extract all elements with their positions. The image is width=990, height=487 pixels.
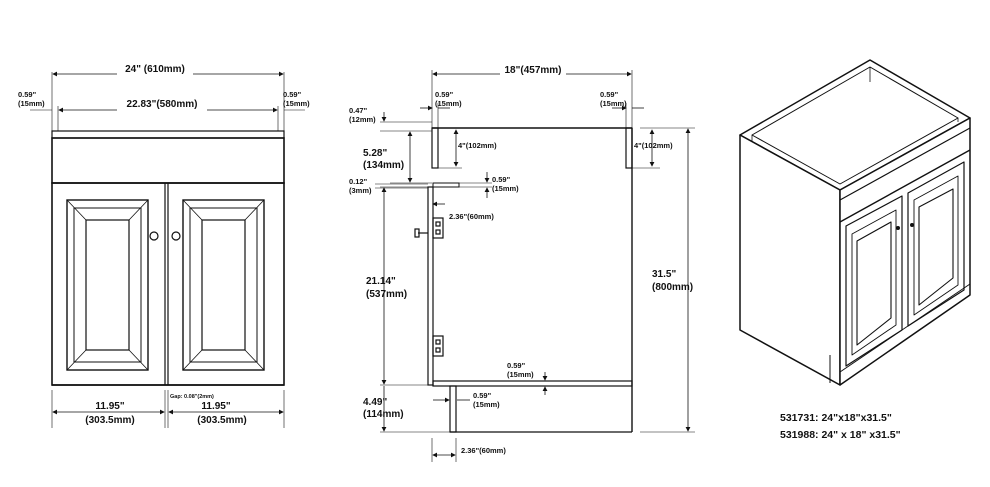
label-total-h-mm: (800mm) <box>652 282 693 293</box>
label-door-h-in: 21.14" <box>366 276 396 287</box>
label-hinge-offset: 2.36"(60mm) <box>449 212 494 221</box>
label-top-thick-in: 0.47" <box>349 106 368 115</box>
label-bottom-thick-mm: (15mm) <box>507 370 534 379</box>
label-door-right-mm: (303.5mm) <box>197 415 246 426</box>
label-top-left-mm: (15mm) <box>435 99 462 108</box>
label-overhang-right-mm: (15mm) <box>283 99 310 108</box>
label-door-h-mm: (537mm) <box>366 289 407 300</box>
label-depth: 18"(457mm) <box>505 65 562 76</box>
iso-front-face <box>839 117 971 386</box>
label-toe-h-mm: (114mm) <box>363 409 404 420</box>
model-line-2: 531988: 24" x 18" x31.5" <box>780 429 901 441</box>
front-view-labels: 24" (610mm) 22.83"(580mm) 0.59" (15mm) 0… <box>18 62 310 426</box>
left-knob-icon <box>149 231 159 241</box>
label-top-thick-mm: (12mm) <box>349 115 376 124</box>
label-drawer-h-mm: (134mm) <box>363 160 404 171</box>
label-overhang-left-in: 0.59" <box>18 90 37 99</box>
label-top-right-mm: (15mm) <box>600 99 627 108</box>
front-view <box>30 71 305 428</box>
label-shelf-thick-mm: (15mm) <box>492 184 519 193</box>
label-toe-thick-mm: (15mm) <box>473 400 500 409</box>
hinge-upper-icon <box>414 217 444 239</box>
label-toe-depth: 2.36"(60mm) <box>461 446 506 455</box>
label-overhang-right-in: 0.59" <box>283 90 302 99</box>
left-door-panel <box>66 199 149 371</box>
label-shelf-thick-in: 0.59" <box>492 175 511 184</box>
hinge-lower-icon <box>432 335 444 357</box>
iso-left-door <box>845 195 903 367</box>
label-shelf-gap-mm: (3mm) <box>349 186 372 195</box>
front-countertop <box>51 130 285 139</box>
side-view-labels: 18"(457mm) 0.59" (15mm) 0.59" (15mm) 0.4… <box>349 63 693 455</box>
model-line-1: 531731: 24"x18"x31.5" <box>780 412 892 424</box>
iso-knob-left-icon <box>896 226 900 230</box>
label-toe-thick-in: 0.59" <box>473 391 492 400</box>
label-rail-left: 4"(102mm) <box>458 141 497 150</box>
model-list: 531731: 24"x18"x31.5" 531988: 24" x 18" … <box>780 412 901 441</box>
label-door-right-in: 11.95" <box>201 401 230 412</box>
label-gap: Gap: 0.08"(2mm) <box>170 394 214 400</box>
isometric-view <box>739 59 971 386</box>
iso-knob-right-icon <box>910 223 914 227</box>
label-toe-h-in: 4.49" <box>363 397 387 408</box>
side-view <box>375 70 695 462</box>
label-shelf-gap-in: 0.12" <box>349 177 368 186</box>
label-drawer-h-in: 5.28" <box>363 148 387 159</box>
label-rail-right: 4"(102mm) <box>634 141 673 150</box>
label-top-right-in: 0.59" <box>600 90 619 99</box>
right-knob-icon <box>171 231 181 241</box>
label-inner-width: 22.83"(580mm) <box>127 99 198 110</box>
label-bottom-thick-in: 0.59" <box>507 361 526 370</box>
iso-right-door <box>907 161 965 327</box>
label-overhang-left-mm: (15mm) <box>18 99 45 108</box>
right-door-panel <box>182 199 265 371</box>
label-total-h-in: 31.5" <box>652 269 676 280</box>
front-drawer-band <box>51 137 285 184</box>
label-door-left-mm: (303.5mm) <box>85 415 134 426</box>
label-door-left-in: 11.95" <box>95 401 124 412</box>
label-overall-width: 24" (610mm) <box>125 64 185 75</box>
label-top-left-in: 0.59" <box>435 90 454 99</box>
